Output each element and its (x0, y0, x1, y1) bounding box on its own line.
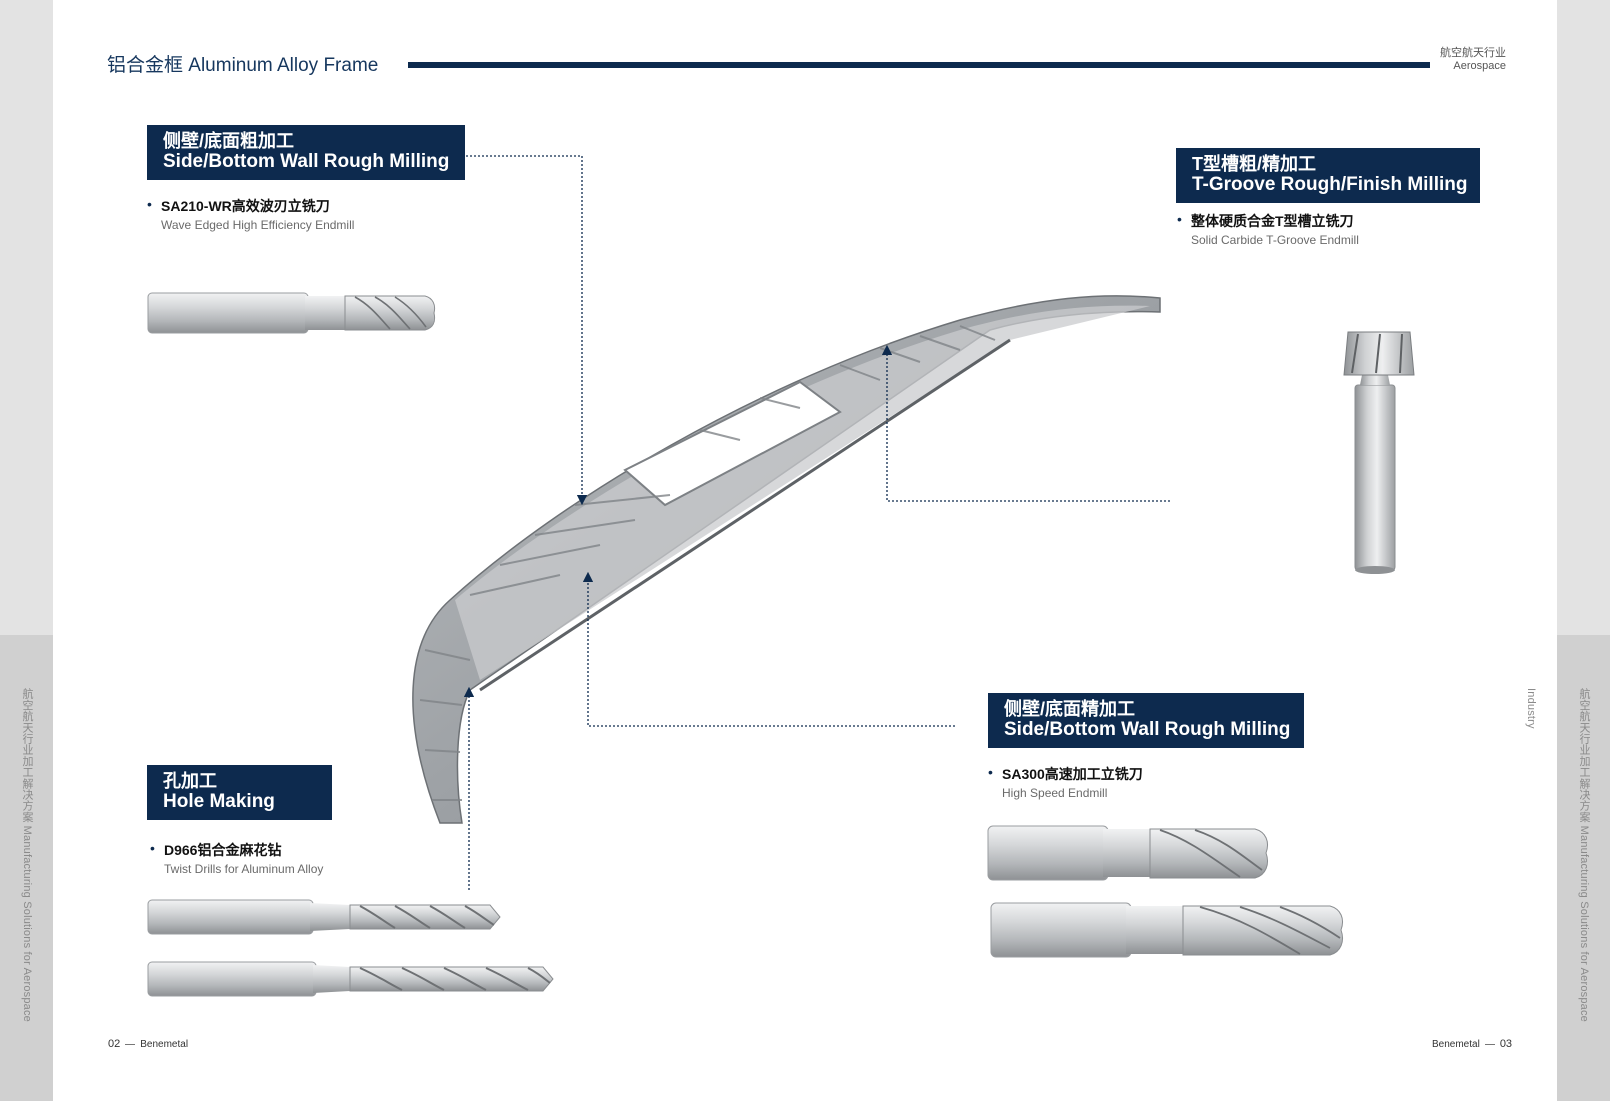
t-groove-endmill-image (1343, 331, 1415, 574)
section-title-t-groove: T型槽粗/精加工 T-Groove Rough/Finish Milling (1176, 148, 1480, 203)
section-title-zh: 侧壁/底面精加工 (1004, 699, 1136, 719)
tool-description: High Speed Endmill (1002, 786, 1108, 800)
section-title-zh: 侧壁/底面粗加工 (163, 131, 295, 151)
brand-left: Benemetal (140, 1039, 189, 1050)
title-rule (408, 62, 1430, 68)
tool-label-high-speed-endmill: • SA300高速加工立铣刀 High Speed Endmill (988, 764, 1143, 800)
section-title-en: T-Groove Rough/Finish Milling (1192, 174, 1468, 195)
twist-drill-image-2 (147, 961, 554, 997)
brand-right: Benemetal (1432, 1039, 1480, 1050)
tool-description: Twist Drills for Aluminum Alloy (164, 862, 324, 876)
wave-endmill-image (147, 292, 436, 334)
aluminum-frame-image (412, 295, 1161, 824)
left-vertical-caption: 航空航天行业加工解决方案 Manufacturing Solutions for… (21, 688, 33, 1023)
page-number-right: 03 (1499, 1038, 1513, 1050)
right-vertical-caption: 航空航天行业加工解决方案 Manufacturing Solutions for… (1525, 688, 1590, 1023)
section-title-hole-making: 孔加工 Hole Making (147, 765, 332, 820)
page-title: 铝合金框 Aluminum Alloy Frame (107, 55, 379, 76)
right-side-band (1557, 0, 1610, 1101)
section-title-en: Side/Bottom Wall Rough Milling (163, 151, 450, 172)
tool-description: Wave Edged High Efficiency Endmill (161, 218, 355, 232)
high-speed-endmill-image-2 (990, 902, 1344, 958)
bullet-icon: • (150, 840, 155, 856)
footer-left: 02 Benemetal (108, 1038, 188, 1050)
callout-lines (463, 155, 1170, 890)
twist-drill-image-1 (147, 899, 501, 935)
section-title-en: Side/Bottom Wall Rough Milling (1004, 719, 1291, 740)
tool-description: Solid Carbide T-Groove Endmill (1191, 233, 1359, 247)
industry-en: Aerospace (1453, 60, 1506, 72)
tool-label-t-groove-endmill: • 整体硬质合金T型槽立铣刀 Solid Carbide T-Groove En… (1177, 211, 1359, 247)
bullet-icon: • (147, 196, 152, 212)
callout-line-finish (582, 571, 955, 727)
high-speed-endmill-image-1 (987, 825, 1269, 881)
footer-right: Benemetal 03 (1432, 1038, 1512, 1050)
tool-label-twist-drill: • D966铝合金麻花钻 Twist Drills for Aluminum A… (150, 840, 324, 876)
industry-label: 航空航天行业 Aerospace (1420, 47, 1506, 73)
section-title-zh: T型槽粗/精加工 (1192, 154, 1316, 174)
tool-name: SA210-WR高效波刃立铣刀 (161, 198, 330, 214)
tool-name: 整体硬质合金T型槽立铣刀 (1191, 213, 1354, 229)
bullet-icon: • (988, 764, 993, 780)
bullet-icon: • (1177, 211, 1182, 227)
page-number-left: 02 (108, 1038, 121, 1050)
tool-name: D966铝合金麻花钻 (164, 842, 282, 858)
industry-zh: 航空航天行业 (1440, 47, 1506, 59)
section-title-en: Hole Making (163, 791, 275, 812)
callout-line-rough (466, 155, 588, 506)
tool-label-wave-endmill: • SA210-WR高效波刃立铣刀 Wave Edged High Effici… (147, 196, 355, 232)
left-side-band (0, 0, 53, 1101)
section-title-finish-milling: 侧壁/底面精加工 Side/Bottom Wall Rough Milling (988, 693, 1304, 748)
tool-name: SA300高速加工立铣刀 (1002, 766, 1143, 782)
section-title-rough-milling: 侧壁/底面粗加工 Side/Bottom Wall Rough Milling (147, 125, 465, 180)
section-title-zh: 孔加工 (163, 771, 217, 791)
